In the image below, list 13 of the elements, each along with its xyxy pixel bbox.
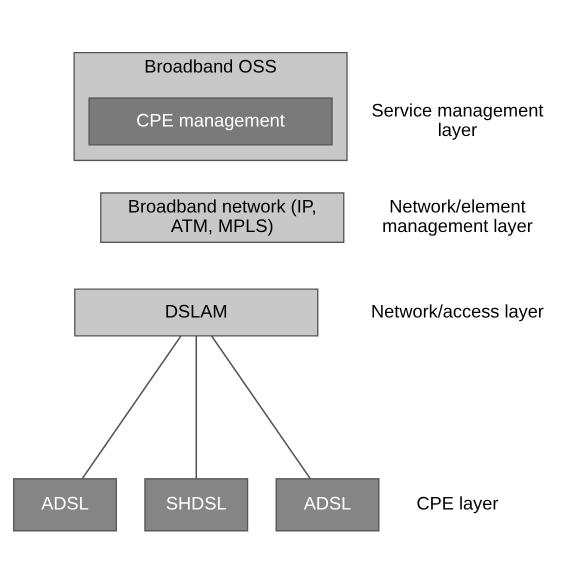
label: CPE layer: [416, 494, 498, 514]
node-box: ADSL: [13, 478, 117, 532]
node-box: DSLAM: [74, 288, 318, 337]
connector: [210, 335, 311, 479]
node-box: Broadband network (IP, ATM, MPLS): [100, 192, 344, 243]
connector: [82, 335, 182, 479]
label: Service management layer: [372, 100, 544, 140]
node-box: SHDSL: [144, 478, 248, 532]
node-box: CPE management: [88, 97, 333, 146]
node-box: ADSL: [276, 478, 380, 532]
connector: [195, 336, 198, 479]
label: Network/element management layer: [382, 196, 533, 236]
label: Network/access layer: [371, 301, 544, 322]
